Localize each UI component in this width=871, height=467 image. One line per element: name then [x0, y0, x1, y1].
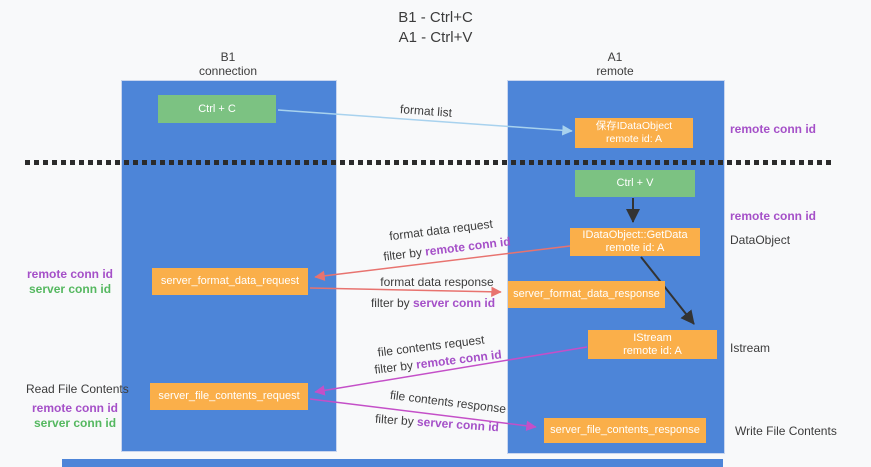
- node-ctrl-v: Ctrl + V: [575, 170, 695, 197]
- filter-prefix: filter by: [370, 296, 413, 310]
- node-getdata-line1: IDataObject::GetData: [582, 229, 688, 241]
- diagram-title: B1 - Ctrl+C A1 - Ctrl+V: [0, 8, 871, 48]
- node-server-file-contents-response: server_file_contents_response: [544, 418, 706, 443]
- bottom-bar: [62, 459, 723, 467]
- node-server-file-contents-request: server_file_contents_request: [150, 383, 308, 410]
- lane-header-b1: B1 connection: [163, 50, 293, 78]
- label-bottom-server-conn-id: server conn id: [34, 416, 117, 430]
- node-istream-line2: remote id: A: [623, 344, 682, 357]
- label-left-remote-conn-id: remote conn id: [27, 267, 114, 281]
- label-istream: Istream: [730, 341, 771, 355]
- node-store-dataobject-line1: 保存IDataObject: [595, 120, 673, 132]
- node-getdata: IDataObject::GetData remote id: A: [570, 228, 700, 256]
- node-server-format-data-response: server_format_data_response: [508, 281, 665, 308]
- label-write-file-contents: Write File Contents: [735, 424, 837, 438]
- filter-prefix: filter by: [382, 244, 427, 264]
- label-format-data-response: format data response: [380, 275, 494, 289]
- node-ctrl-c-label: Ctrl + C: [198, 102, 236, 115]
- node-server-format-data-request-label: server_format_data_request: [160, 275, 300, 287]
- node-ctrl-c: Ctrl + C: [158, 95, 276, 123]
- node-server-file-contents-request-label: server_file_contents_request: [158, 390, 300, 402]
- lane-a1-subtitle: remote: [596, 64, 634, 78]
- filter-id-remote: remote conn id: [424, 234, 512, 259]
- lane-header-a1: A1 remote: [550, 50, 680, 78]
- filter-prefix: filter by: [374, 411, 418, 429]
- node-server-format-data-response-label: server_format_data_response: [513, 288, 660, 300]
- lane-a1-title: A1: [607, 50, 623, 64]
- lane-b1-subtitle: connection: [198, 64, 258, 78]
- dashed-separator: [25, 160, 833, 165]
- title-line-2: A1 - Ctrl+V: [398, 29, 473, 46]
- node-istream-line1: IStream: [633, 331, 672, 344]
- label-left-server-conn-id: server conn id: [29, 282, 112, 296]
- label-remote-conn-id-mid: remote conn id: [730, 209, 817, 223]
- label-filter-server-1: filter by server conn id: [371, 296, 495, 310]
- label-dataobject: DataObject: [730, 233, 791, 247]
- title-line-1: B1 - Ctrl+C: [398, 9, 473, 26]
- node-ctrl-v-label: Ctrl + V: [616, 177, 654, 189]
- label-bottom-remote-conn-id: remote conn id: [32, 401, 119, 415]
- filter-prefix: filter by: [373, 357, 418, 377]
- label-read-file-contents: Read File Contents: [26, 382, 129, 396]
- label-filter-server-2: filter by server conn id: [375, 412, 500, 435]
- filter-id-server: server conn id: [412, 296, 496, 310]
- node-istream: IStream remote id: A: [588, 330, 717, 359]
- label-format-list: format list: [399, 102, 453, 120]
- label-remote-conn-id-top: remote conn id: [730, 122, 817, 136]
- node-store-dataobject: 保存IDataObject remote id: A: [575, 118, 693, 148]
- node-server-file-contents-response-label: server_file_contents_response: [550, 424, 700, 436]
- lane-b1-title: B1: [220, 50, 236, 64]
- label-file-contents-response: file contents response: [389, 387, 507, 417]
- node-server-format-data-request: server_format_data_request: [152, 268, 308, 295]
- node-getdata-line2: remote id: A: [605, 242, 665, 254]
- node-store-dataobject-line2: remote id: A: [605, 133, 663, 145]
- filter-id-server: server conn id: [416, 414, 500, 435]
